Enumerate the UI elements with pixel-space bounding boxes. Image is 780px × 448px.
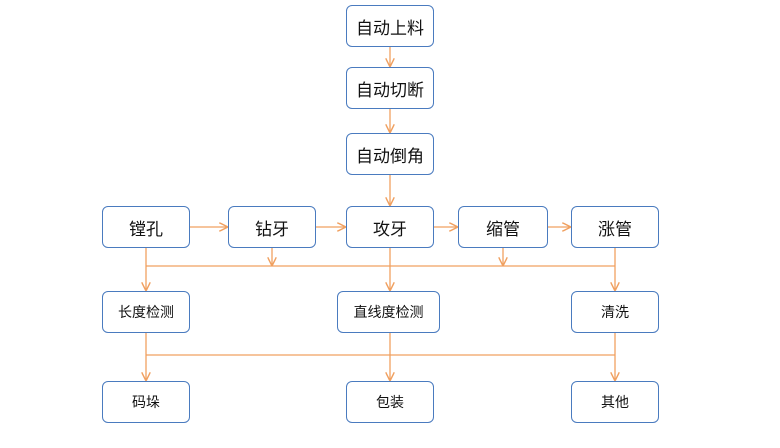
node-length-inspection: 长度检测 (102, 291, 190, 333)
node-straightness-inspection: 直线度检测 (337, 291, 440, 333)
node-tapping: 攻牙 (346, 206, 434, 248)
node-other: 其他 (571, 381, 659, 423)
node-boring: 镗孔 (102, 206, 190, 248)
node-stacking: 码垛 (102, 381, 190, 423)
node-tube-shrink: 缩管 (458, 206, 548, 248)
node-cleaning: 清洗 (571, 291, 659, 333)
node-auto-feed: 自动上料 (346, 5, 434, 47)
node-drilling: 钻牙 (228, 206, 316, 248)
node-auto-chamfer: 自动倒角 (346, 133, 434, 175)
node-auto-cut: 自动切断 (346, 67, 434, 109)
node-packaging: 包装 (346, 381, 434, 423)
node-tube-expand: 涨管 (571, 206, 659, 248)
